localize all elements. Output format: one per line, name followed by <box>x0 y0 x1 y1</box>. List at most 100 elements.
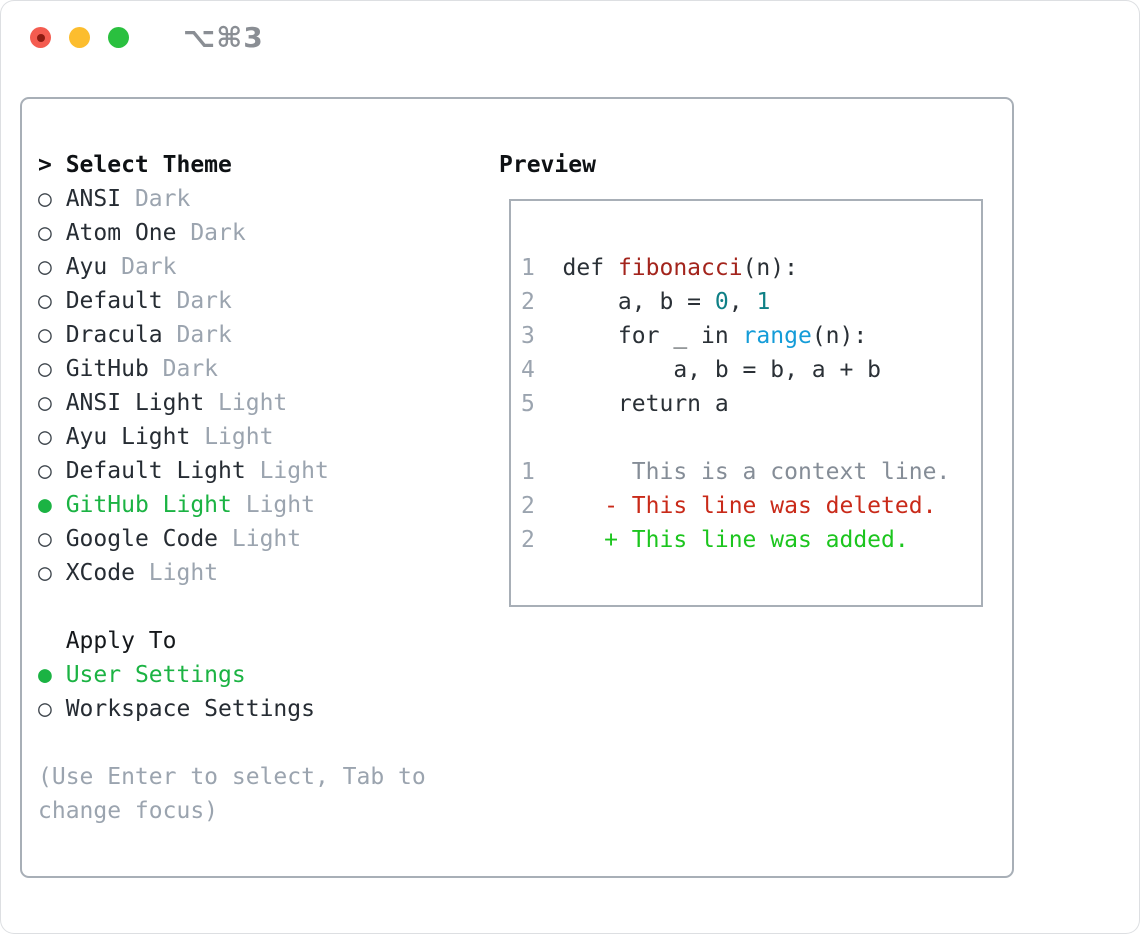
theme-variant-tag: Dark <box>121 186 191 212</box>
apply-to-list: ● User Settings○ Workspace Settings <box>38 658 474 726</box>
line-number: 5 <box>521 391 563 417</box>
theme-option-github[interactable]: ○ GitHub Dark <box>38 352 474 386</box>
code-segment: def <box>562 255 618 281</box>
theme-variant-tag: Dark <box>107 254 177 280</box>
code-segment: a, b = b, a + b <box>562 357 882 383</box>
close-dot-icon <box>36 33 45 42</box>
preview-column: Preview <box>499 148 596 182</box>
code-segment: This is a context line. <box>562 459 951 485</box>
zoom-button[interactable] <box>108 27 129 48</box>
apply-option-workspace-settings[interactable]: ○ Workspace Settings <box>38 692 474 726</box>
radio-unselected-icon: ○ <box>38 560 52 586</box>
spacer <box>38 590 474 624</box>
theme-picker-column: > Select Theme ○ ANSI Dark○ Atom One Dar… <box>38 148 474 828</box>
diff-context-line: 1 This is a context line. <box>521 455 981 489</box>
apply-option-label: Workspace Settings <box>51 696 315 722</box>
titlebar: ⌥⌘3 <box>30 21 264 54</box>
theme-variant-tag: Dark <box>162 322 232 348</box>
theme-option-ayu[interactable]: ○ Ayu Dark <box>38 250 474 284</box>
spacer <box>38 726 474 760</box>
theme-variant-tag: Light <box>204 390 288 416</box>
theme-option-label: Default Light <box>51 458 246 484</box>
select-theme-header: > Select Theme <box>38 152 232 178</box>
theme-variant-tag: Light <box>218 526 302 552</box>
diff-added-line: 2 + This line was added. <box>521 523 981 557</box>
apply-to-header: Apply To <box>65 628 177 654</box>
theme-variant-tag: Light <box>190 424 274 450</box>
theme-variant-tag: Dark <box>176 220 246 246</box>
theme-option-default[interactable]: ○ Default Dark <box>38 284 474 318</box>
blank-line <box>521 421 981 455</box>
code-segment: (n): <box>811 323 868 349</box>
code-segment: , <box>728 289 757 315</box>
apply-option-user-settings[interactable]: ● User Settings <box>38 658 474 692</box>
code-segment: fibonacci <box>617 255 743 281</box>
theme-option-atom-one[interactable]: ○ Atom One Dark <box>38 216 474 250</box>
line-number: 1 <box>521 255 563 281</box>
radio-selected-icon: ● <box>38 492 52 518</box>
keyboard-hint: (Use Enter to select, Tab to change focu… <box>38 764 440 824</box>
code-segment: (n): <box>742 255 798 281</box>
theme-option-xcode[interactable]: ○ XCode Light <box>38 556 474 590</box>
code-segment: return a <box>562 391 729 417</box>
theme-variant-tag: Light <box>231 492 315 518</box>
radio-unselected-icon: ○ <box>38 696 52 722</box>
radio-unselected-icon: ○ <box>38 186 52 212</box>
apply-option-label: User Settings <box>51 662 246 688</box>
theme-option-label: ANSI Light <box>51 390 205 416</box>
code-segment: + This line was added. <box>562 527 909 553</box>
code-line-assign: 2 a, b = 0, 1 <box>521 285 981 319</box>
theme-option-ansi[interactable]: ○ ANSI Dark <box>38 182 474 216</box>
radio-unselected-icon: ○ <box>38 424 52 450</box>
line-number: 1 <box>521 459 563 485</box>
theme-variant-tag: Dark <box>162 288 232 314</box>
code-segment: 1 <box>756 289 771 315</box>
theme-option-label: Ayu <box>51 254 108 280</box>
code-line-return: 5 return a <box>521 387 981 421</box>
theme-option-default-light[interactable]: ○ Default Light Light <box>38 454 474 488</box>
code-segment: range <box>742 323 812 349</box>
theme-option-label: Ayu Light <box>51 424 191 450</box>
theme-option-label: XCode <box>51 560 135 586</box>
theme-option-label: GitHub <box>51 356 149 382</box>
theme-variant-tag: Dark <box>148 356 219 382</box>
theme-option-label: Atom One <box>51 220 177 246</box>
radio-selected-icon: ● <box>38 662 52 688</box>
theme-option-label: GitHub Light <box>51 492 232 518</box>
code-segment: 0 <box>714 289 729 315</box>
radio-unselected-icon: ○ <box>38 526 52 552</box>
theme-variant-tag: Light <box>245 458 329 484</box>
theme-option-label: Dracula <box>51 322 163 348</box>
theme-option-google-code[interactable]: ○ Google Code Light <box>38 522 474 556</box>
close-button[interactable] <box>30 27 51 48</box>
radio-unselected-icon: ○ <box>38 254 52 280</box>
line-number: 3 <box>521 323 563 349</box>
preview-title: Preview <box>499 152 596 178</box>
theme-option-dracula[interactable]: ○ Dracula Dark <box>38 318 474 352</box>
code-line-swap: 4 a, b = b, a + b <box>521 353 981 387</box>
line-number: 2 <box>521 527 563 553</box>
code-line-def: 1 def fibonacci(n): <box>521 251 981 285</box>
radio-unselected-icon: ○ <box>38 322 52 348</box>
theme-picker-panel: > Select Theme ○ ANSI Dark○ Atom One Dar… <box>20 97 1014 878</box>
code-segment: for _ in <box>562 323 743 349</box>
line-number: 2 <box>521 289 563 315</box>
minimize-button[interactable] <box>69 27 90 48</box>
theme-option-github-light[interactable]: ● GitHub Light Light <box>38 488 474 522</box>
theme-option-label: Google Code <box>51 526 219 552</box>
theme-option-ansi-light[interactable]: ○ ANSI Light Light <box>38 386 474 420</box>
window-title: ⌥⌘3 <box>183 21 264 54</box>
line-number: 4 <box>521 357 563 383</box>
theme-option-label: ANSI <box>51 186 122 212</box>
radio-unselected-icon: ○ <box>38 356 52 382</box>
code-line-for: 3 for _ in range(n): <box>521 319 981 353</box>
radio-unselected-icon: ○ <box>38 288 52 314</box>
line-number: 2 <box>521 493 563 519</box>
code-segment: a, b = <box>562 289 715 315</box>
diff-deleted-line: 2 - This line was deleted. <box>521 489 981 523</box>
radio-unselected-icon: ○ <box>38 458 52 484</box>
theme-option-ayu-light[interactable]: ○ Ayu Light Light <box>38 420 474 454</box>
